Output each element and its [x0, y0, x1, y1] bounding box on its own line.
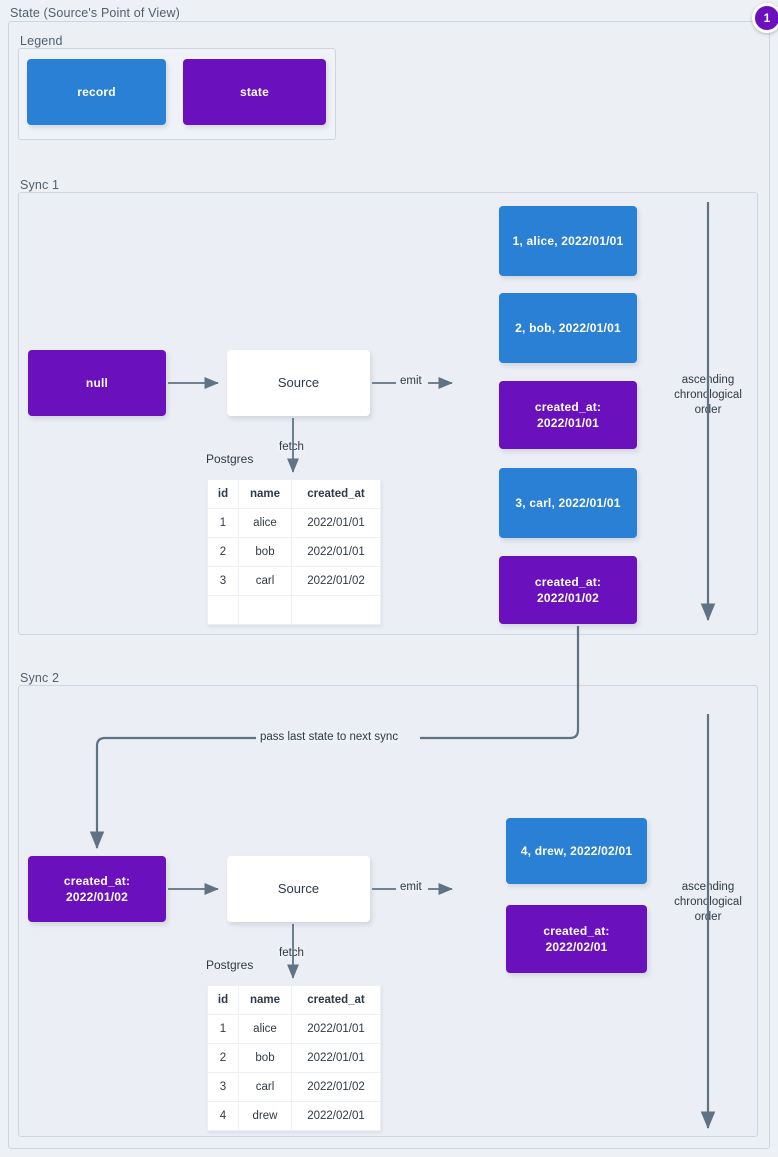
- sync1-fetch-label: fetch: [277, 441, 306, 453]
- sync1-r2-date: 2022/01/02: [291, 566, 381, 596]
- step-badge: 1: [752, 3, 778, 33]
- sync1-source-label: Source: [277, 375, 320, 390]
- sync1-source-node: Source: [227, 350, 370, 416]
- sync1-order-line-2: chronological: [674, 389, 742, 401]
- pass-state-label: pass last state to next sync: [258, 731, 401, 743]
- sync1-emit-label: emit: [398, 375, 424, 387]
- table-row: 3 carl 2022/01/02: [207, 566, 381, 596]
- sync1-order-line-3: order: [694, 404, 722, 416]
- sync2-emit-record-1: 4, drew, 2022/02/01: [506, 818, 647, 884]
- sync2-r3-id: 4: [207, 1101, 239, 1131]
- sync2-emit-label: emit: [398, 881, 424, 893]
- legend-state-node: state: [183, 59, 326, 125]
- table-row: 2 bob 2022/01/01: [207, 537, 381, 567]
- sync2-r3-date: 2022/02/01: [291, 1101, 381, 1131]
- sync2-db-label: Postgres: [206, 958, 254, 972]
- sync2-r0-date: 2022/01/01: [291, 1014, 381, 1044]
- legend-state-label: state: [239, 85, 269, 99]
- sync1-order-line-1: ascending: [681, 374, 735, 386]
- sync2-order-annotation: ascending chronological order: [660, 880, 756, 925]
- sync2-input-state-node: created_at: 2022/01/02: [28, 856, 166, 922]
- sync2-r0-id: 1: [207, 1014, 239, 1044]
- legend-record-label: record: [77, 85, 116, 99]
- sync2-order-line-1: ascending: [681, 881, 735, 893]
- sync2-emit-state-1-line1: created_at:: [543, 924, 610, 938]
- sync1-emit-record-1-label: 1, alice, 2022/01/01: [512, 234, 624, 248]
- sync2-emit-state-1-line2: 2022/02/01: [545, 940, 608, 954]
- table-header-row: id name created_at: [207, 985, 381, 1015]
- sync2-source-node: Source: [227, 856, 370, 922]
- sync1-order-annotation: ascending chronological order: [660, 373, 756, 418]
- sync2-r2-name: carl: [238, 1072, 292, 1102]
- sync1-db-label: Postgres: [206, 452, 254, 466]
- sync2-postgres-table: id name created_at 1 alice 2022/01/01 2 …: [207, 985, 381, 1131]
- table-row: 1 alice 2022/01/01: [207, 508, 381, 538]
- sync1-emit-state-2-line1: created_at:: [534, 575, 602, 589]
- sync1-r0-id: 1: [207, 508, 239, 538]
- step-badge-label: 1: [763, 11, 771, 25]
- table-row: [207, 595, 381, 625]
- sync1-emit-record-3: 3, carl, 2022/01/01: [499, 468, 637, 538]
- sync2-r1-id: 2: [207, 1043, 239, 1073]
- sync1-r1-id: 2: [207, 537, 239, 567]
- sync2-emit-record-1-label: 4, drew, 2022/02/01: [520, 844, 633, 858]
- sync1-th-id: id: [207, 479, 239, 509]
- sync1-emit-state-2: created_at: 2022/01/02: [499, 556, 637, 624]
- sync2-source-label: Source: [277, 881, 320, 896]
- table-row: 1 alice 2022/01/01: [207, 1014, 381, 1044]
- legend-title: Legend: [20, 34, 63, 48]
- sync1-r2-name: carl: [238, 566, 292, 596]
- sync1-emit-state-1-line1: created_at:: [534, 400, 602, 414]
- sync1-th-name: name: [238, 479, 292, 509]
- sync1-th-date: created_at: [291, 479, 381, 509]
- sync2-fetch-label: fetch: [277, 947, 306, 959]
- sync2-th-name: name: [238, 985, 292, 1015]
- sync2-input-state-line2: 2022/01/02: [65, 890, 129, 904]
- sync2-th-id: id: [207, 985, 239, 1015]
- sync1-emit-record-3-label: 3, carl, 2022/01/01: [515, 496, 621, 510]
- sync1-emit-state-1-line2: 2022/01/01: [536, 416, 600, 430]
- sync1-r3-date: [291, 595, 381, 625]
- sync2-order-line-3: order: [694, 911, 722, 923]
- sync1-title: Sync 1: [20, 178, 60, 192]
- sync1-r2-id: 3: [207, 566, 239, 596]
- sync2-input-state-line1: created_at:: [63, 874, 131, 888]
- diagram-title: State (Source's Point of View): [10, 6, 180, 20]
- sync1-emit-record-2-label: 2, bob, 2022/01/01: [515, 321, 621, 335]
- sync1-input-state-label: null: [85, 376, 109, 390]
- sync2-r2-date: 2022/01/02: [291, 1072, 381, 1102]
- sync2-r0-name: alice: [238, 1014, 292, 1044]
- sync1-r3-name: [238, 595, 292, 625]
- sync1-postgres-table: id name created_at 1 alice 2022/01/01 2 …: [207, 479, 381, 625]
- table-row: 2 bob 2022/01/01: [207, 1043, 381, 1073]
- sync2-title: Sync 2: [20, 671, 60, 685]
- table-row: 3 carl 2022/01/02: [207, 1072, 381, 1102]
- sync1-emit-state-2-line2: 2022/01/02: [536, 591, 600, 605]
- sync1-emit-state-1: created_at: 2022/01/01: [499, 381, 637, 449]
- sync2-r3-name: drew: [238, 1101, 292, 1131]
- sync1-r1-name: bob: [238, 537, 292, 567]
- sync1-r1-date: 2022/01/01: [291, 537, 381, 567]
- legend-record-node: record: [27, 59, 166, 125]
- sync1-emit-record-1: 1, alice, 2022/01/01: [499, 206, 637, 276]
- table-row: 4 drew 2022/02/01: [207, 1101, 381, 1131]
- sync2-th-date: created_at: [291, 985, 381, 1015]
- sync1-emit-record-2: 2, bob, 2022/01/01: [499, 293, 637, 363]
- sync1-r0-name: alice: [238, 508, 292, 538]
- sync1-r0-date: 2022/01/01: [291, 508, 381, 538]
- sync2-order-line-2: chronological: [674, 896, 742, 908]
- table-header-row: id name created_at: [207, 479, 381, 509]
- sync2-r1-name: bob: [238, 1043, 292, 1073]
- sync2-r1-date: 2022/01/01: [291, 1043, 381, 1073]
- sync2-emit-state-1: created_at: 2022/02/01: [506, 905, 647, 973]
- sync1-input-state-node: null: [28, 350, 166, 416]
- sync2-r2-id: 3: [207, 1072, 239, 1102]
- sync1-r3-id: [207, 595, 239, 625]
